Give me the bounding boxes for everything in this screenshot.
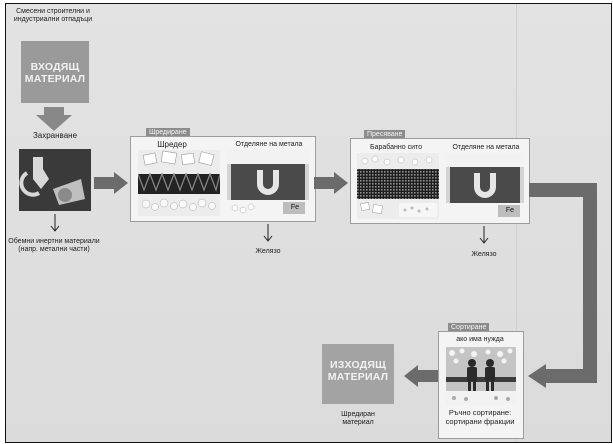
flow-arrowhead bbox=[528, 364, 546, 388]
drum-screen-image bbox=[357, 153, 439, 219]
bulky-note: Обемни инертни материали (напр. метални … bbox=[8, 238, 100, 253]
magnet-icon bbox=[227, 150, 309, 216]
flow-connector-vertical bbox=[583, 183, 597, 383]
workers-icon bbox=[446, 347, 516, 405]
output-box-line1: ИЗХОДЯЩ bbox=[329, 359, 386, 371]
grab-claw-icon bbox=[19, 149, 91, 211]
shredder-teeth-icon bbox=[138, 150, 220, 216]
screening-magnet-image: Fe bbox=[446, 153, 524, 219]
flow-diagram: Смесени строителни и индустриални отпадъ… bbox=[5, 3, 612, 443]
output-caption: Шредиран материал bbox=[341, 411, 375, 426]
output-material-box: ИЗХОДЯЩ МАТЕРИАЛ bbox=[322, 344, 394, 404]
shredding-fe-label: Fe bbox=[290, 204, 300, 211]
drum-screen-icon bbox=[357, 153, 439, 219]
thin-down-arrow-icon bbox=[263, 224, 273, 242]
shredding-metal-separation-label: Отделяне на метала bbox=[235, 141, 303, 148]
magnet-icon bbox=[446, 153, 524, 219]
tab-screening: Пресяване bbox=[364, 130, 406, 139]
tab-sorting: Сортиране bbox=[448, 323, 490, 332]
input-material-box: ВХОДЯЩ МАТЕРИАЛ bbox=[21, 41, 89, 103]
flow-arrow-1 bbox=[94, 172, 128, 194]
screening-metal-separation-label: Отделяне на метала bbox=[452, 144, 520, 151]
thin-down-arrow-icon bbox=[50, 214, 60, 232]
thin-down-arrow-icon bbox=[479, 226, 489, 244]
shredding-iron-output: Желязо bbox=[255, 248, 281, 255]
manual-sorting-label: Ръчно сортиране: сортирани фракции bbox=[445, 408, 515, 426]
flow-connector-bottom bbox=[542, 369, 597, 383]
manual-sorting-image bbox=[446, 347, 516, 405]
drum-screen-label: Барабанно сито bbox=[369, 144, 422, 151]
screening-iron-output: Желязо bbox=[471, 251, 497, 258]
flow-arrow-2 bbox=[314, 172, 348, 194]
down-arrow-icon bbox=[36, 107, 72, 131]
input-box-line1: ВХОДЯЩ bbox=[30, 61, 80, 73]
shredder-image bbox=[138, 150, 220, 216]
input-box-line2: МАТЕРИАЛ bbox=[24, 73, 86, 85]
sorting-condition-label: ако има нужда bbox=[456, 336, 504, 343]
tab-shredding: Шредиране bbox=[146, 128, 190, 137]
feeding-label: Захранване bbox=[32, 131, 78, 140]
feeder-image bbox=[19, 149, 91, 211]
shredding-magnet-image: Fe bbox=[227, 150, 309, 216]
flow-connector-horizontal bbox=[529, 183, 597, 197]
shredder-label: Шредер bbox=[157, 140, 187, 149]
screening-fe-label: Fe bbox=[505, 207, 515, 214]
flow-arrow-3 bbox=[404, 365, 438, 387]
input-caption: Смесени строителни и индустриални отпадъ… bbox=[13, 8, 93, 23]
output-box-line2: МАТЕРИАЛ bbox=[327, 371, 389, 383]
